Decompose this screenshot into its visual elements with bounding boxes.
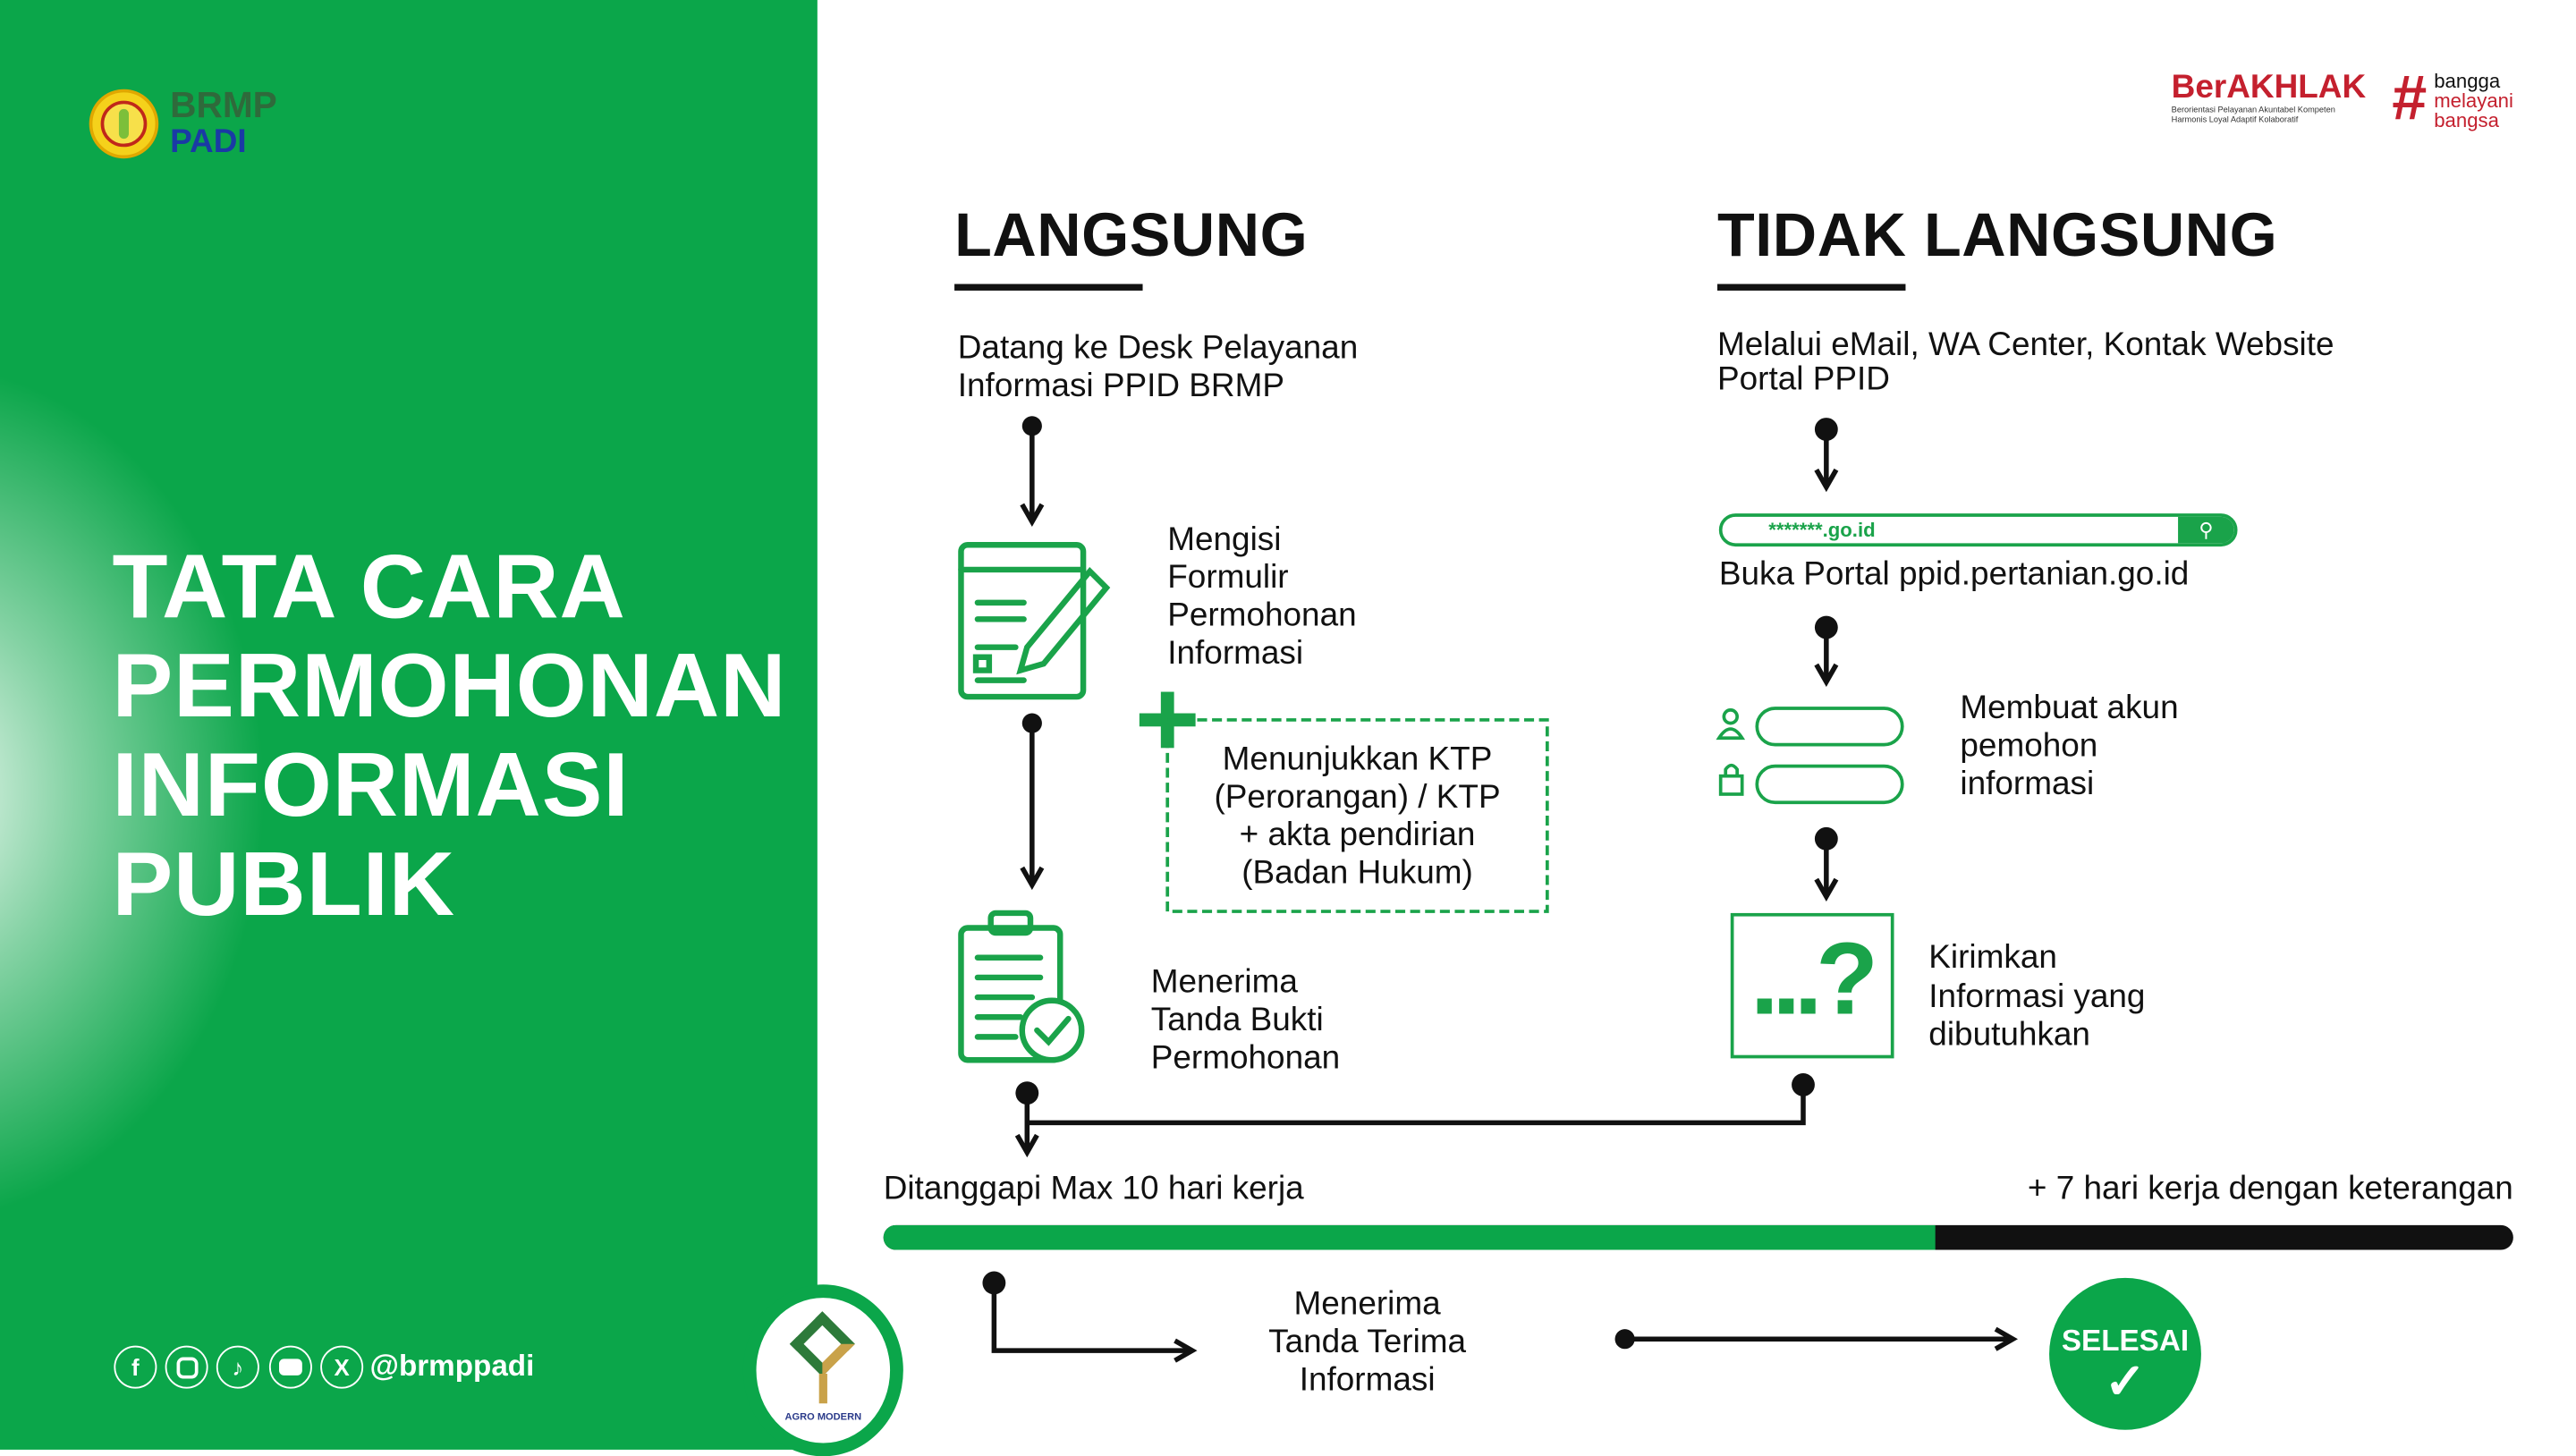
connector-dot [1814,615,1838,639]
text-line: Datang ke Desk Pelayanan [957,330,1359,367]
lock-icon [1718,763,1744,796]
youtube-icon[interactable] [268,1345,312,1389]
text-line: Kirimkan [1928,939,2057,977]
page-title-line: PERMOHONAN [112,633,787,737]
text-line: Portal PPID [1716,361,1890,398]
brand-name-top: BRMP [170,84,277,126]
tidak-langsung-intro: Melalui eMail, WA Center, Kontak Website… [1716,326,2334,398]
berakhlak-title: BerAKHLAK [2171,69,2367,106]
done-label: SELESAI [2061,1324,2190,1358]
text-line: informasi [1960,766,2095,803]
search-icon: ⚲ [2199,518,2214,542]
hashtag-icon: # [2391,63,2427,134]
step-receive-information: Menerima Tanda Terima Informasi [1202,1286,1532,1400]
brmp-logo [89,89,159,159]
text-line: Permohonan [1167,597,1357,634]
timeline-label-right: + 7 hari kerja dengan keterangan [2027,1170,2513,1207]
timeline-bar-fill [883,1224,1935,1250]
text-line: Menerima [1293,1286,1441,1323]
step-fill-form: Mengisi Formulir Permohonan Informasi [1167,521,1356,673]
page-title-line: PUBLIK [112,832,456,935]
merge-connector [1027,1086,1806,1126]
text-line: pemohon [1960,728,2098,765]
page-title-line: INFORMASI [112,732,630,836]
tag-line: melayani [2434,89,2513,113]
heading-underline [1716,284,1906,291]
brand-name-bottom: PADI [170,123,247,161]
plus-icon [1139,691,1196,749]
text-line: Menerima [1150,964,1298,1001]
text-line: Tanda Bukti [1150,1002,1324,1039]
heading-underline [954,284,1143,291]
text-line: dibutuhkan [1928,1017,2090,1054]
question-mark-text: ...? [1750,922,1878,1037]
text-line: Informasi [1299,1362,1436,1399]
tiktok-icon[interactable]: ♪ [216,1345,259,1389]
portal-search-bar[interactable]: *******.go.id ⚲ [1718,513,2238,547]
clipboard-check-icon [958,910,1085,1063]
berakhlak-logo: BerAKHLAK Berorientasi Pelayanan Akuntab… [2172,70,2366,126]
text-line: Membuat akun [1960,690,2179,727]
step-send-request: Kirimkan Informasi yang dibutuhkan [1928,939,2145,1055]
social-handle[interactable]: @brmppadi [369,1349,535,1383]
text-line: Permohonan [1150,1040,1341,1077]
text-line: Melalui eMail, WA Center, Kontak Website [1716,326,2334,364]
step-receive-receipt: Menerima Tanda Bukti Permohonan [1151,964,1340,1078]
heading-langsung: LANGSUNG [954,201,1309,269]
page-title-line: TATA CARA [112,535,626,638]
username-field-icon [1755,707,1904,747]
text-line: Menunjukkan KTP [1222,741,1493,778]
agro-modern-label: AGRO MODERN [784,1413,862,1424]
text-line: Mengisi [1167,521,1282,558]
user-icon [1716,707,1746,741]
berakhlak-subtitle: Harmonis Loyal Adaptif Kolaboratif [2171,115,2299,126]
text-line: Informasi [1167,635,1304,673]
step-create-account: Membuat akun pemohon informasi [1960,690,2178,804]
tag-line: bangga [2434,69,2501,93]
text-line: Formulir [1167,559,1289,597]
connector-dot [1814,826,1838,851]
step-open-portal: Buka Portal ppid.pertanian.go.id [1718,556,2190,593]
connector-dot [1021,416,1042,436]
password-field-icon [1755,764,1904,805]
bangga-melayani-bangsa: bangga melayani bangsa [2434,71,2513,130]
timeline-bar [883,1224,2513,1250]
text-line: (Perorangan) / KTP [1214,779,1501,816]
timeline-label-left: Ditanggapi Max 10 hari kerja [883,1170,1304,1207]
done-badge: SELESAI ✓ [2049,1277,2201,1430]
heading-tidak-langsung: TIDAK LANGSUNG [1716,201,2278,269]
left-panel: BRMP PADI TATA CARA PERMOHONAN INFORMASI… [0,0,818,1449]
berakhlak-subtitle: Berorientasi Pelayanan Akuntabel Kompete… [2171,106,2335,116]
text-line: (Badan Hukum) [1241,855,1473,892]
connector-dot [1814,418,1838,441]
x-icon[interactable]: X [320,1345,364,1389]
check-icon: ✓ [2104,1355,2147,1410]
text-line: Informasi yang [1928,978,2146,1015]
search-input-value[interactable]: *******.go.id [1768,518,1876,542]
connector-dot [1015,1081,1039,1105]
search-button[interactable]: ⚲ [2178,516,2234,544]
form-pencil-icon [958,541,1111,700]
facebook-icon[interactable]: f [114,1345,157,1389]
connector-dot [1792,1072,1815,1096]
instagram-icon[interactable] [165,1345,208,1389]
requirement-note: Menunjukkan KTP (Perorangan) / KTP + akt… [1167,741,1547,893]
question-box-icon [1730,912,1894,1059]
text-line: + akta pendirian [1239,817,1476,854]
text-line: Informasi PPID BRMP [957,368,1284,405]
connector-dot [982,1271,1006,1295]
connector-dot [1614,1329,1635,1350]
text-line: Tanda Terima [1268,1324,1467,1361]
langsung-intro: Datang ke Desk Pelayanan Informasi PPID … [958,330,1358,406]
arrow-connector [991,1284,1198,1363]
tag-line: bangsa [2434,108,2499,132]
connector-dot [1021,713,1042,733]
